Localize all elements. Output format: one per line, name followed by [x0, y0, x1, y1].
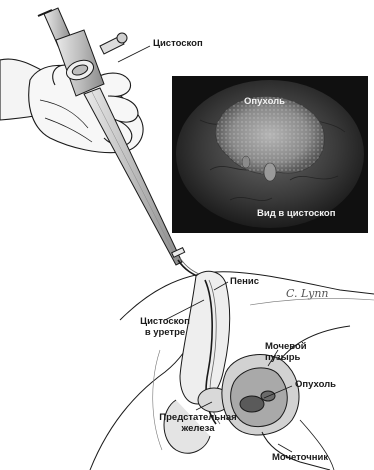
- label-cystoscope: Цистоскоп: [153, 38, 203, 49]
- pelvic-anatomy: [90, 271, 374, 470]
- label-prostate-line1: Предстательная: [150, 412, 246, 423]
- label-prostate-line2: железа: [150, 423, 246, 434]
- label-tumor: Опухоль: [295, 379, 336, 390]
- label-bladder: Мочевой пузырь: [265, 341, 307, 363]
- label-cystoscope-in-urethra-line1: Цистоскоп: [126, 316, 204, 327]
- label-view-caption: Вид в цистоскоп: [257, 208, 335, 219]
- artist-signature: C. Lynn: [286, 287, 329, 300]
- cystoscope-leader-line: [118, 46, 150, 62]
- label-ureter: Мочеточник: [272, 452, 328, 463]
- label-penis: Пенис: [230, 276, 259, 287]
- label-bladder-line1: Мочевой: [265, 341, 307, 352]
- label-cystoscope-in-urethra: Цистоскоп в уретре: [126, 316, 204, 338]
- label-bladder-line2: пузырь: [265, 352, 307, 363]
- label-tumor-view: Опухоль: [244, 96, 285, 107]
- label-prostate: Предстательная железа: [150, 412, 246, 434]
- label-cystoscope-in-urethra-line2: в уретре: [126, 327, 204, 338]
